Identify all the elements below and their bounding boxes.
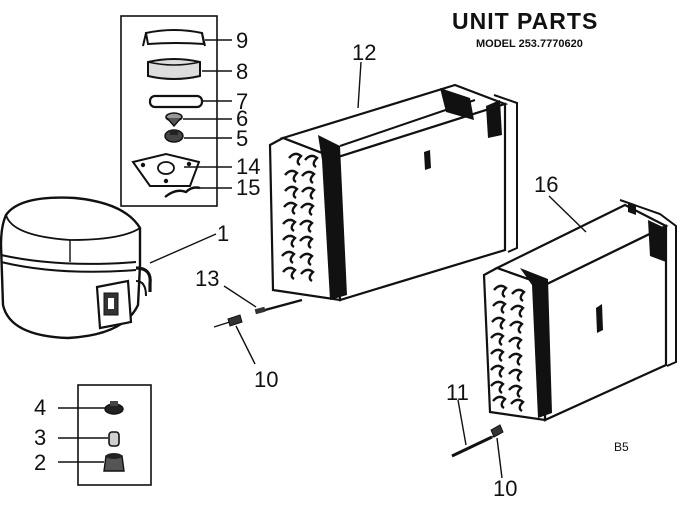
callout-3: 3	[34, 425, 47, 450]
page-code: B5	[614, 440, 629, 454]
part-7-ring	[148, 94, 204, 109]
callout-2: 2	[34, 450, 47, 475]
mount-kit-box	[120, 15, 218, 207]
callout-4: 4	[34, 395, 47, 420]
condenser	[268, 83, 518, 302]
leader-part-10a	[235, 325, 256, 365]
callout-11: 11	[446, 380, 469, 405]
leader-part-10b	[496, 437, 503, 479]
part-3-sleeve	[108, 431, 120, 447]
part-14-mount-plate	[131, 152, 201, 187]
callout-8: 8	[236, 59, 249, 84]
kit-leader-lines	[183, 39, 232, 189]
callout-10-upper: 10	[254, 367, 279, 392]
small-parts-leader-lines	[58, 407, 108, 463]
part-10-fitting-a	[213, 314, 243, 328]
part-4-cap	[104, 401, 124, 415]
part-5-spacer	[164, 129, 184, 143]
leader-part-12	[357, 61, 362, 109]
leader-part-11	[457, 399, 467, 446]
part-9-bracket	[142, 29, 206, 47]
leader-part-1	[149, 233, 217, 264]
part-13-tube	[254, 298, 303, 315]
part-10-fitting-b	[490, 424, 504, 438]
small-parts-box	[77, 384, 152, 486]
callout-13: 13	[195, 266, 220, 291]
part-8-grommet	[147, 58, 201, 80]
part-11-tube	[451, 432, 501, 458]
model-number: MODEL 253.7770620	[476, 38, 583, 50]
callout-6: 6	[236, 106, 249, 131]
callout-9: 9	[236, 28, 249, 53]
part-2-grommet	[103, 453, 125, 472]
callout-10-lower: 10	[493, 476, 518, 501]
compressor	[0, 196, 152, 340]
callout-16: 16	[534, 172, 559, 197]
callout-7: 7	[236, 89, 249, 114]
callout-1: 1	[217, 221, 230, 246]
callout-12: 12	[352, 40, 377, 65]
diagram-title: UNIT PARTS	[452, 8, 599, 34]
callout-5: 5	[236, 126, 249, 151]
leader-part-13	[223, 285, 257, 308]
part-6-washer	[165, 112, 183, 128]
part-15-clip	[164, 186, 201, 198]
leader-part-16	[548, 195, 587, 233]
callout-14: 14	[236, 154, 261, 179]
callout-15: 15	[236, 175, 261, 200]
evaporator	[482, 199, 677, 422]
